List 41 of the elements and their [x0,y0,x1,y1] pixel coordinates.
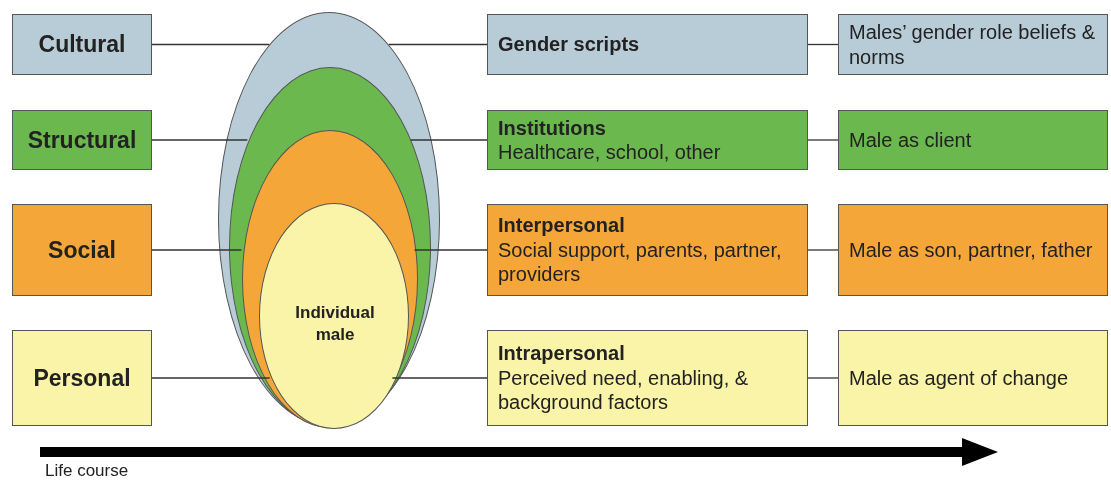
level-box [487,14,808,75]
connector-line [151,139,248,141]
box-heading: Personal [33,364,131,392]
connector-line [388,43,488,46]
level-box [838,110,1108,170]
connector-line [151,249,243,251]
connector-line [413,249,488,251]
box-heading: Intrapersonal [498,341,626,366]
connector-line [807,139,839,141]
level-box [487,330,808,426]
level-box [838,330,1108,426]
connector-line [807,43,839,46]
connector-line [151,377,271,379]
level-box [12,204,152,296]
box-heading: Cultural [38,31,126,58]
box-heading: Social [48,236,116,264]
connector-line [410,139,488,141]
axis-caption: Life course [45,461,129,481]
connector-line [151,43,270,46]
connector-line [807,249,839,251]
level-box [487,204,808,296]
box-heading: Male as client [849,127,973,153]
box-heading: Gender scripts [498,32,641,57]
level-box [838,204,1108,296]
level-box [12,110,152,170]
center-label: Individual male [294,302,376,347]
box-heading: Male as son, partner, father [849,237,1094,263]
level-box [487,110,808,170]
connector-line [807,377,839,379]
box-heading: Institutions [498,115,607,140]
box-heading: Male as agent of change [849,365,1070,391]
box-heading: Interpersonal [498,213,626,238]
level-box [838,14,1108,75]
box-heading: Males’ gender role beliefs & norms [849,20,1097,69]
level-box [12,330,152,426]
connector-line [391,377,488,379]
box-description: Perceived need, enabling, & background factors [498,365,750,415]
level-box [12,14,152,75]
box-description: Social support, parents, partner, providers [498,237,783,287]
box-heading: Structural [27,126,137,154]
box-description: Healthcare, school, other [498,140,722,165]
